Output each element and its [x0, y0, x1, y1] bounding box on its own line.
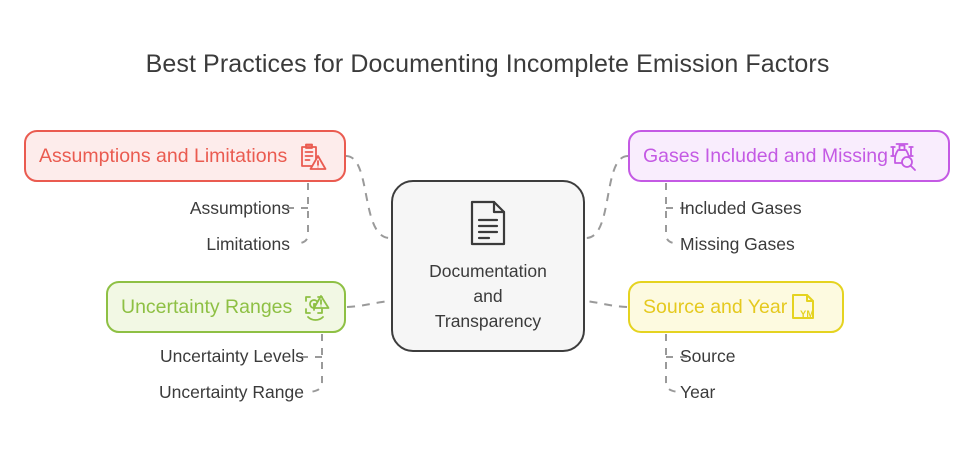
gas-cylinder-search-icon [888, 140, 920, 172]
leaf-label-source: Source [680, 346, 736, 366]
clipboard-warning-icon [296, 140, 328, 172]
branch-label: Source and Year [643, 295, 788, 318]
edge-center-assumptions [345, 155, 391, 239]
branch-node-gases-included-and-missing[interactable]: Gases Included and Missing [628, 130, 950, 182]
leaf-label-limitations: Limitations [206, 234, 290, 254]
edge-center-uncertainty [346, 300, 391, 308]
leaf-label-uncertainty-range: Uncertainty Range [159, 382, 304, 402]
edge-source-spine [665, 334, 679, 393]
leaf-label-included-gases: Included Gases [680, 198, 802, 218]
central-node-label: Documentation and Transparency [429, 261, 547, 331]
branch-node-uncertainty-ranges[interactable]: Uncertainty Ranges [106, 281, 346, 333]
branch-label: Uncertainty Ranges [121, 295, 293, 318]
branch-label: Assumptions and Limitations [39, 144, 288, 167]
chart-warning-icon [301, 291, 333, 323]
central-node[interactable]: Documentation and Transparency [391, 180, 585, 352]
leaf-label-uncertainty-levels: Uncertainty Levels [160, 346, 304, 366]
branch-label: Gases Included and Missing [643, 144, 888, 167]
branch-node-assumptions-and-limitations[interactable]: Assumptions and Limitations [24, 130, 346, 182]
edge-uncertainty-spine [309, 334, 323, 393]
svg-text:YM: YM [800, 309, 814, 320]
document-icon [466, 198, 510, 253]
edge-center-gases [585, 155, 629, 239]
branch-node-source-and-year[interactable]: Source and Year YM [628, 281, 844, 333]
document-ym-icon: YM [787, 291, 819, 323]
leaf-label-missing-gases: Missing Gases [680, 234, 795, 254]
edge-gases-spine [665, 183, 679, 245]
edge-assumptions-spine [295, 183, 309, 245]
leaf-label-year: Year [680, 382, 716, 402]
edge-center-source [585, 300, 628, 308]
page-title: Best Practices for Documenting Incomplet… [145, 50, 830, 78]
leaf-label-assumptions: Assumptions [189, 198, 290, 218]
